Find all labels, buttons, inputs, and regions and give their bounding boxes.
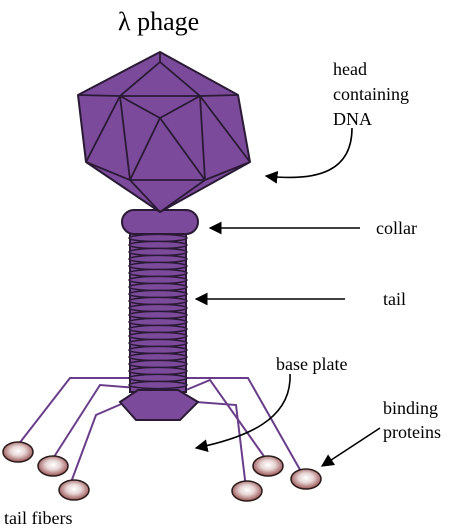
label-head-dna: DNA bbox=[333, 109, 372, 129]
phage-head bbox=[77, 51, 251, 213]
tail-ring bbox=[128, 380, 188, 390]
tail-ring bbox=[128, 268, 188, 278]
tail-ring bbox=[128, 352, 188, 362]
tail-ring bbox=[128, 240, 188, 250]
label-tail-fibers: tail fibers bbox=[4, 508, 72, 528]
tail-ring bbox=[128, 366, 188, 376]
pointer-arrows bbox=[194, 127, 381, 467]
arrow-head bbox=[264, 127, 353, 184]
label-binding: binding bbox=[383, 398, 438, 418]
tail-ring bbox=[128, 289, 188, 299]
arrow-binding-proteins bbox=[320, 427, 381, 467]
binding-protein bbox=[58, 479, 90, 501]
label-head-containing: containing bbox=[333, 84, 409, 104]
tail-ring bbox=[128, 345, 188, 355]
phage-tail bbox=[128, 231, 188, 393]
tail-ring bbox=[128, 324, 188, 334]
tail-ring bbox=[128, 275, 188, 285]
binding-proteins bbox=[2, 441, 322, 502]
diagram-title: λ phage bbox=[118, 7, 199, 36]
tail-fiber-left-inner bbox=[69, 401, 127, 486]
label-head: head bbox=[333, 59, 367, 79]
arrow-base-plate bbox=[194, 373, 291, 452]
tail-ring bbox=[128, 296, 188, 306]
tail-ring bbox=[128, 261, 188, 271]
label-base-plate: base plate bbox=[276, 354, 347, 374]
label-collar: collar bbox=[376, 218, 417, 238]
tail-fibers bbox=[17, 377, 304, 489]
base-plate bbox=[118, 389, 200, 421]
tail-ring bbox=[128, 310, 188, 320]
tail-fiber-right-mid bbox=[185, 378, 269, 463]
binding-protein bbox=[231, 480, 263, 502]
collar bbox=[121, 209, 199, 235]
tail-fiber-right-outer bbox=[186, 377, 304, 476]
binding-protein bbox=[37, 455, 69, 477]
tail-ring bbox=[128, 247, 188, 257]
tail-fiber-left-mid bbox=[51, 383, 139, 461]
tail-ring bbox=[128, 303, 188, 313]
binding-protein bbox=[252, 455, 284, 477]
tail-fiber-right-inner bbox=[195, 401, 247, 489]
tail-ring bbox=[128, 373, 188, 383]
tail-ring bbox=[128, 254, 188, 264]
tail-ring bbox=[128, 282, 188, 292]
tail-ring bbox=[128, 338, 188, 348]
tail-ring bbox=[128, 359, 188, 369]
tail-ring bbox=[128, 331, 188, 341]
label-tail: tail bbox=[383, 289, 406, 309]
tail-ring bbox=[128, 233, 188, 243]
label-binding-proteins: proteins bbox=[383, 422, 441, 442]
tail-ring bbox=[128, 317, 188, 327]
tail-fiber-left-outer bbox=[17, 377, 130, 446]
binding-protein bbox=[290, 468, 322, 490]
binding-protein bbox=[2, 441, 34, 463]
